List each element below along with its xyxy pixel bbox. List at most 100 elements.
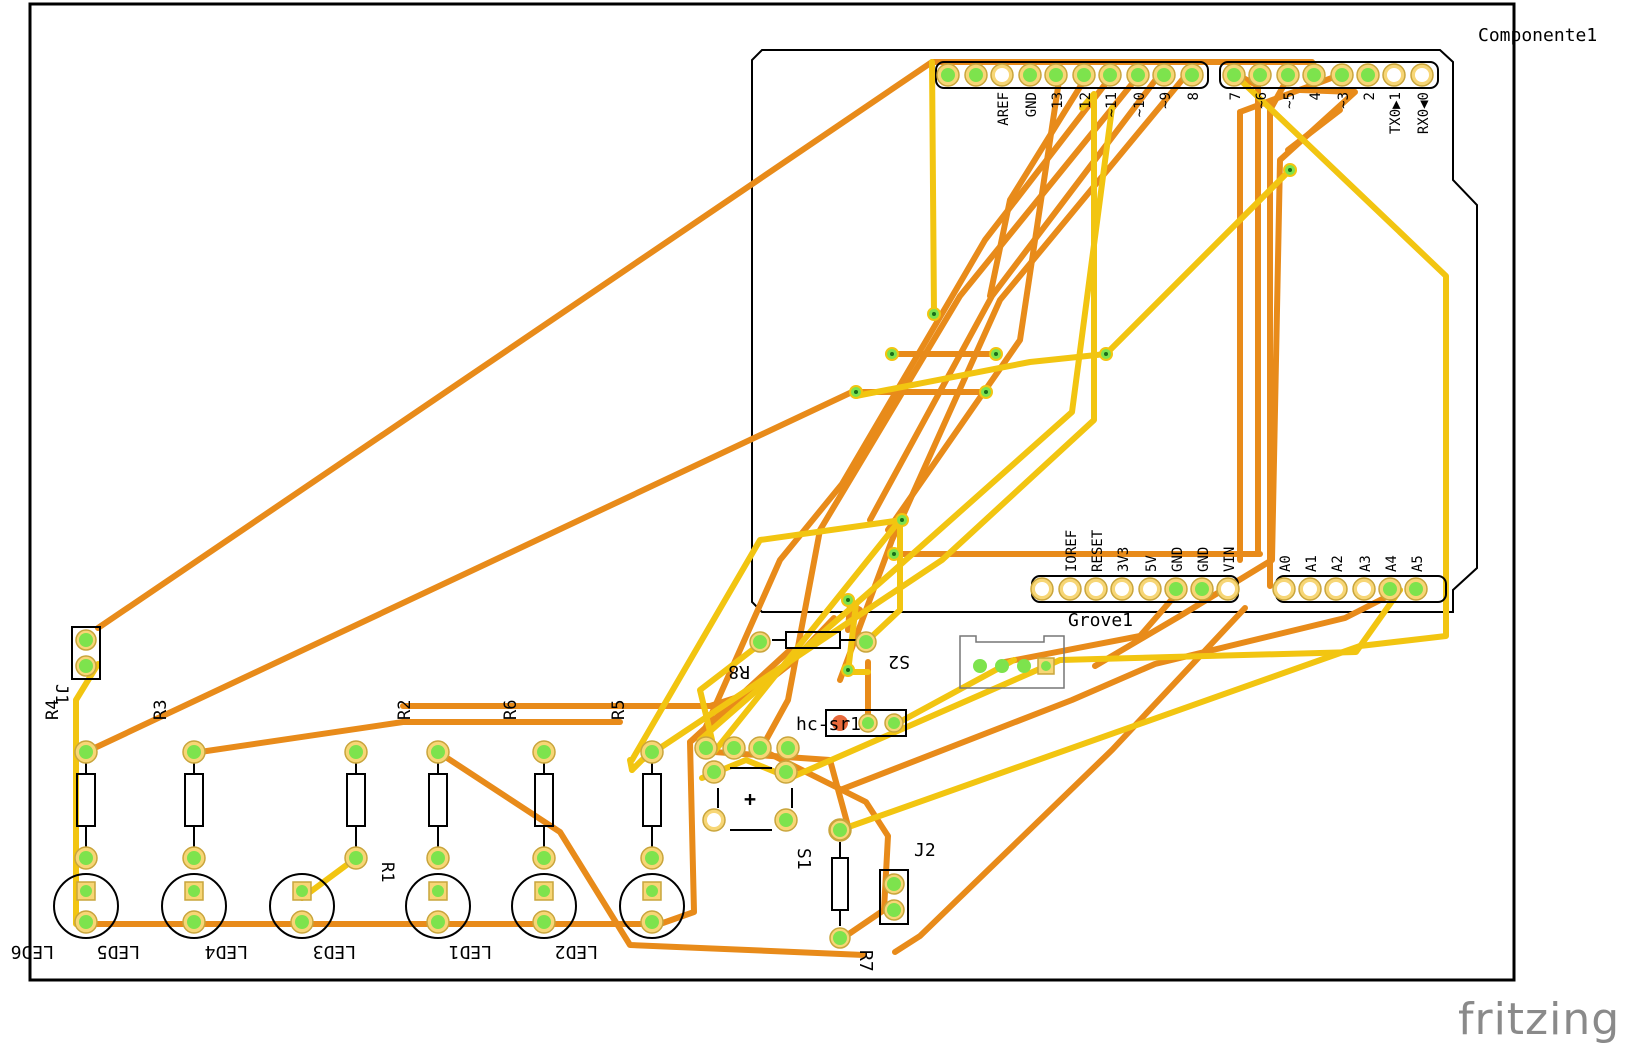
header-pin-label: 12 [1078,92,1094,109]
hcsr-pad [888,717,900,729]
header-pad [1152,63,1176,87]
header-pin-label: IOREF [1064,530,1080,572]
led-pad [290,910,314,934]
led [405,873,471,939]
led [269,873,335,939]
trace [400,687,763,709]
trace [627,757,635,773]
j2-pad [887,877,901,891]
j1-label: J1 [51,684,71,704]
via [1283,163,1297,177]
resistor-pad [640,740,664,764]
resistor-pad [426,740,450,764]
fritzing-logo: fritzing [1458,994,1621,1045]
trace [629,91,1097,773]
header-frame [1219,61,1439,89]
led [511,873,577,939]
header-pad [1324,577,1348,601]
header-pad [1276,63,1300,87]
trace [83,389,855,755]
r8-label: R8 [728,661,750,682]
header-pad [1382,63,1406,87]
header-pin-label: 2 [1362,92,1378,100]
header-pin-label: ~3 [1336,92,1352,109]
trace-layer [73,59,1449,958]
trace [837,71,1190,683]
header-pad [1138,577,1162,601]
s2-label: S2 [888,651,910,672]
grove-pad [1041,661,1051,671]
header-pin-label: A4 [1384,555,1400,572]
trace [885,71,1063,533]
trace [987,71,1091,299]
header-pin-label: GND [1170,547,1186,572]
resistor-label: R2 [395,700,415,720]
header-pin-label: GND [1196,547,1212,572]
resistor-pad [182,846,206,870]
header-pin-label: ~6 [1254,92,1270,109]
switch-pad [694,736,718,760]
s1-label: S1 [793,848,814,870]
header-pad [990,63,1014,87]
header-pin-label: 5V [1144,555,1160,572]
header-pin-label: RX0◀0 [1416,92,1432,134]
header-pad [1356,63,1380,87]
j2-pad [887,903,901,917]
header-pad [1180,63,1204,87]
trace [837,587,1403,793]
resistor-pad [532,740,556,764]
resistor-r8: R8 [728,631,877,682]
top-header-right [1219,61,1439,89]
j1-pad [79,633,93,647]
trace [1002,587,1183,665]
trace [893,657,1017,727]
via [841,663,855,677]
header-pad [1058,577,1082,601]
header-pin-label: 3V3 [1116,547,1132,572]
header-pad [1404,577,1428,601]
trace [197,719,406,755]
led-label: LED2 [555,941,598,962]
resistor: R3 [151,700,206,870]
resistor-pad [426,846,450,870]
via [885,347,899,361]
resistor-pad [74,740,98,764]
switch-pad [722,736,746,760]
j2-label: J2 [914,840,936,861]
header-pin-label: A5 [1410,555,1426,572]
arduino-shield-outline [751,49,1478,613]
header-pad [1378,577,1402,601]
header-pin-label: VIN [1222,547,1238,572]
led-pad [74,910,98,934]
trace [629,517,905,763]
header-pin-label: ~9 [1158,92,1174,109]
via [895,513,909,527]
hc-sr-sensor: hc-sr1 [796,709,907,737]
header-pad [1164,577,1188,601]
trace [697,105,1115,743]
led [619,873,685,939]
led-label: LED1 [449,941,492,962]
header-pin-label: 7 [1228,92,1244,100]
trace [929,59,937,317]
grove-pad [995,659,1009,673]
via [849,385,863,399]
header-pin-label: A2 [1330,555,1346,572]
header-pad [1410,63,1434,87]
hcsr-pad [832,715,848,731]
header-pad [1222,63,1246,87]
resistor: R2 [395,700,450,870]
trace [699,587,1403,781]
via [979,385,993,399]
led-pad [426,910,450,934]
header-pad [1084,577,1108,601]
trace [837,71,1449,833]
j1-pad [79,659,93,673]
trace [83,647,793,927]
grove-connector: Grove1 [959,610,1133,689]
header-pad [1072,63,1096,87]
header-pad [936,63,960,87]
